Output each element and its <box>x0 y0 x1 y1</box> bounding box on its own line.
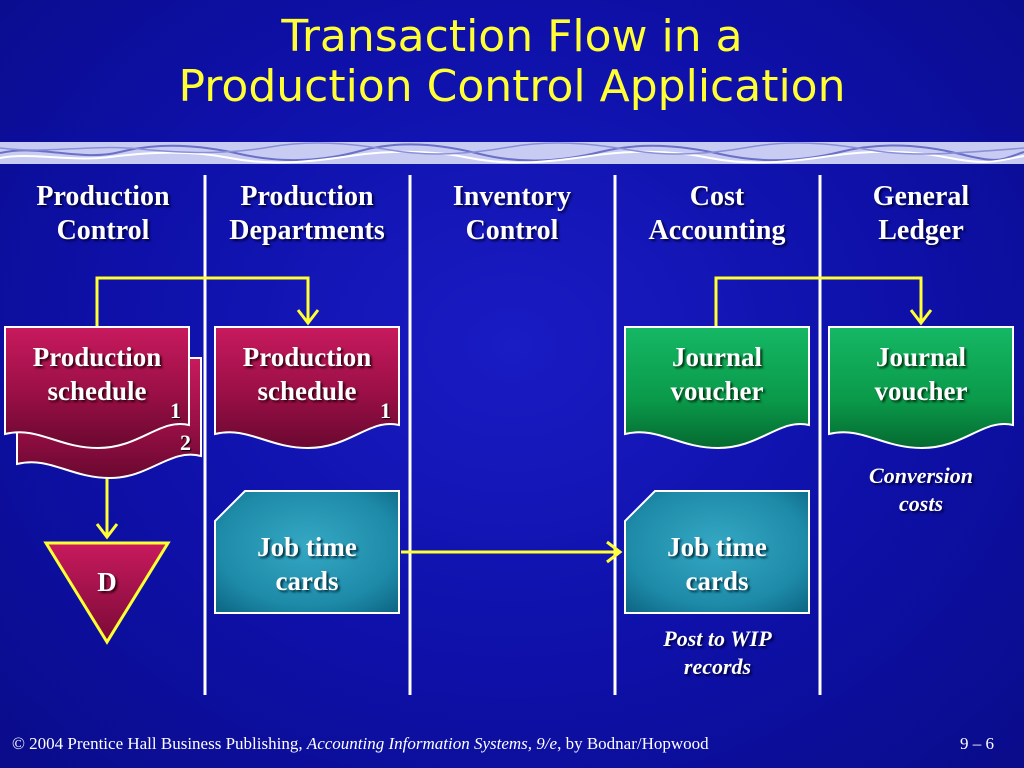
lane-header-inventory-control: Inventory Control <box>412 180 612 248</box>
footer-prefix: © 2004 Prentice Hall Business Publishing… <box>12 734 307 753</box>
ca-voucher-label: Journal voucher <box>625 340 809 408</box>
lane-header-cost-accounting: Cost Accounting <box>617 180 817 248</box>
doc-text-line: Journal <box>875 342 967 372</box>
note-line: records <box>683 654 752 679</box>
note-conversion-costs: Conversion costs <box>829 462 1013 518</box>
copy-number-1: 1 <box>380 398 391 423</box>
lane-header-line: Control <box>465 215 559 246</box>
pd-jobcards-label: Job time cards <box>215 530 399 598</box>
title-line-2: Production Control Application <box>178 61 846 112</box>
connector-jobcards <box>401 540 623 564</box>
copy-number-2: 2 <box>180 430 191 455</box>
doc-text-line: voucher <box>670 376 764 406</box>
footer-suffix: , by Bodnar/Hopwood <box>557 734 709 753</box>
gl-voucher-label: Journal voucher <box>829 340 1013 408</box>
lane-header-line: Departments <box>229 215 385 246</box>
doc-text-line: schedule <box>257 376 357 406</box>
doc-text-line: Job time <box>257 532 357 562</box>
lane-header-line: Cost <box>689 181 745 212</box>
doc-text-line: Job time <box>667 532 767 562</box>
lane-header-line: Production <box>240 181 374 212</box>
lane-header-production-control: Production Control <box>3 180 203 248</box>
card-shape-ca-jobcards <box>624 490 810 614</box>
lane-header-line: General <box>872 181 970 212</box>
page-number: 9 – 6 <box>960 734 994 753</box>
footer-book-title: Accounting Information Systems, 9/e <box>306 734 558 753</box>
lane-header-production-departments: Production Departments <box>207 180 407 248</box>
lane-header-line: Production <box>36 181 170 212</box>
file-d-label: D <box>97 567 117 597</box>
doc-text-line: schedule <box>47 376 147 406</box>
note-line: costs <box>899 491 943 516</box>
lane-header-line: Ledger <box>878 215 964 246</box>
note-line: Post to WIP <box>663 626 772 651</box>
copy-number-1: 1 <box>170 398 181 423</box>
slide-title: Transaction Flow in a Production Control… <box>0 12 1024 112</box>
document-shape-copy-1 <box>4 326 190 450</box>
document-shape-ca-voucher <box>624 326 810 450</box>
note-post-to-wip: Post to WIP records <box>615 625 820 681</box>
connector-to-file <box>95 478 119 540</box>
ca-jobcards-label: Job time cards <box>625 530 809 598</box>
connector-voucher <box>714 276 933 327</box>
lane-header-line: Inventory <box>452 181 572 212</box>
pc-schedule-label: Production schedule <box>5 340 189 408</box>
lane-header-line: Control <box>56 215 150 246</box>
card-shape-pd-jobcards <box>214 490 400 614</box>
doc-text-line: voucher <box>874 376 968 406</box>
doc-text-line: Production <box>32 342 162 372</box>
lane-header-general-ledger: General Ledger <box>821 180 1021 248</box>
footer-copyright: © 2004 Prentice Hall Business Publishing… <box>12 734 709 754</box>
doc-text-line: Production <box>242 342 372 372</box>
connector-schedule <box>95 276 320 327</box>
decorative-banner <box>0 142 1024 164</box>
pd-schedule-label: Production schedule <box>215 340 399 408</box>
file-triangle-shape <box>43 541 171 645</box>
doc-text-line: Journal <box>671 342 763 372</box>
doc-text-line: cards <box>275 566 339 596</box>
doc-text-line: cards <box>685 566 749 596</box>
title-line-1: Transaction Flow in a <box>281 11 743 62</box>
document-shape-gl-voucher <box>828 326 1014 450</box>
lane-header-line: Accounting <box>648 215 786 246</box>
document-shape-pd-schedule <box>214 326 400 450</box>
note-line: Conversion <box>869 463 973 488</box>
